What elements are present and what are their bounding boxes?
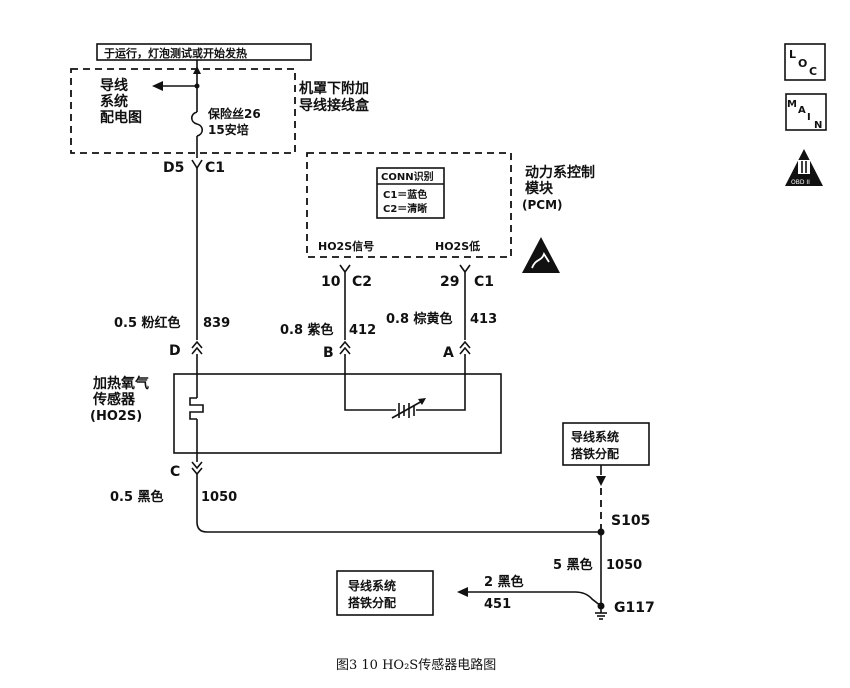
svg-text:A: A: [798, 105, 806, 116]
ground-dist-1-arrow-icon: [596, 476, 606, 486]
ho2s-sensor-box: [173, 373, 502, 454]
svg-text:L: L: [789, 48, 796, 61]
fuse-name: 保险丝26: [207, 106, 261, 121]
pin-d-connector-icon: [191, 340, 203, 355]
header-label: 于运行，灯泡测试或开始发热: [104, 46, 247, 60]
ho2s-low-label: HO2S低: [435, 239, 480, 253]
pin-c1-connector-icon: [459, 264, 471, 274]
obd-ii-icon: OBD II: [785, 149, 823, 186]
sensor-label-line3: (HO2S): [90, 409, 142, 424]
distribution-line3: 配电图: [100, 109, 142, 126]
pcm-label-line2: 模块: [525, 180, 554, 197]
svg-text:M: M: [787, 99, 797, 110]
connector-d5-icon: [191, 159, 203, 170]
pcm-label-line3: (PCM): [522, 198, 563, 212]
fuse-rating: 15安培: [208, 122, 249, 137]
wire-451: [468, 591, 602, 607]
variable-cell-icon: [391, 398, 426, 419]
pin-a-connector-icon: [459, 340, 471, 355]
pin-c2-number: 10: [321, 274, 341, 290]
distribution-line1: 导线: [100, 77, 128, 94]
svg-text:N: N: [814, 120, 822, 131]
underhood-junction-box: [70, 68, 296, 154]
ho2s-signal-label: HO2S信号: [318, 239, 374, 253]
wire-839-circuit: 839: [203, 316, 230, 331]
wire-1050-ground-gauge-color: 5 黑色: [553, 557, 593, 573]
fuse-icon: [190, 111, 204, 137]
ground-dist-1-line2: 搭铁分配: [571, 446, 619, 461]
wire-1050-gauge-color: 0.5 黑色: [110, 489, 164, 505]
ground-g117-label: G117: [614, 600, 655, 616]
pin-b-label: B: [323, 345, 334, 361]
underhood-label-line2: 导线接线盒: [299, 97, 370, 114]
sensor-label-line1: 加热氧气: [92, 375, 149, 392]
figure-caption: 图3 10 HO₂S传感器电路图: [336, 657, 496, 673]
pin-c1-number: 29: [440, 274, 459, 290]
pcm-box: [306, 152, 512, 258]
wire-1050-circuit: 1050: [201, 490, 237, 505]
conn-id-c2: C2＝清晰: [383, 202, 427, 215]
wire-412-gauge-color: 0.8 紫色: [280, 322, 334, 338]
wire-839-gauge-color: 0.5 粉红色: [114, 315, 181, 331]
wire-451-circuit: 451: [484, 597, 511, 612]
underhood-label-line1: 机罩下附加: [299, 80, 369, 97]
pin-c-label: C: [170, 464, 180, 480]
pin-c1-conn: C1: [474, 274, 494, 290]
wire-1050: [196, 474, 601, 533]
ground-dist-2-line1: 导线系统: [348, 578, 396, 593]
wire-413-circuit: 413: [470, 312, 497, 327]
pin-a-label: A: [443, 345, 454, 361]
svg-text:O: O: [798, 57, 807, 70]
wire-1050-ground-circuit: 1050: [606, 558, 642, 573]
connector-c1-label: C1: [205, 160, 225, 176]
splice-s105-label: S105: [611, 513, 650, 529]
ground-dist-box-2: [336, 570, 434, 616]
ground-dist-box-1: [562, 422, 650, 466]
ground-dist-2-arrow-icon: [457, 587, 468, 597]
distribution-line2: 系统: [100, 93, 128, 110]
esd-warning-icon: [522, 237, 560, 273]
connector-d5-label: D5: [163, 160, 184, 176]
svg-text:OBD II: OBD II: [791, 179, 810, 186]
pcm-label-line1: 动力系控制: [525, 164, 595, 181]
conn-id-title: CONN识别: [381, 170, 434, 183]
header-label-box: 于运行，灯泡测试或开始发热: [96, 43, 312, 61]
loc-icon: L O C: [784, 43, 826, 81]
heater-element-icon: [189, 397, 204, 420]
ground-g117-dot: [597, 602, 605, 610]
conn-id-table: CONN识别 C1＝蓝色 C2＝清晰: [376, 167, 445, 219]
ground-dist-2-line2: 搭铁分配: [348, 595, 396, 610]
wire-451-gauge-color: 2 黑色: [484, 574, 524, 590]
ground-dist-1-line1: 导线系统: [571, 429, 619, 444]
distribution-arrow-icon: [152, 81, 163, 91]
svg-text:C: C: [809, 65, 817, 78]
sensor-element-loop: [344, 354, 466, 411]
pin-d-label: D: [169, 343, 181, 359]
svg-text:I: I: [807, 112, 811, 123]
pin-c2-conn: C2: [352, 274, 372, 290]
pin-b-connector-icon: [339, 340, 351, 355]
pin-c-connector-icon: [191, 461, 203, 476]
conn-id-c1: C1＝蓝色: [383, 188, 427, 201]
connector-arrow-icon: [193, 66, 201, 74]
sensor-label-line2: 传感器: [92, 391, 136, 408]
pin-c2-connector-icon: [339, 264, 351, 274]
ground-symbol-icon: [595, 609, 607, 620]
wire-413-gauge-color: 0.8 棕黄色: [386, 311, 453, 327]
wire-412-circuit: 412: [349, 323, 376, 338]
main-icon: M A I N: [785, 93, 827, 131]
